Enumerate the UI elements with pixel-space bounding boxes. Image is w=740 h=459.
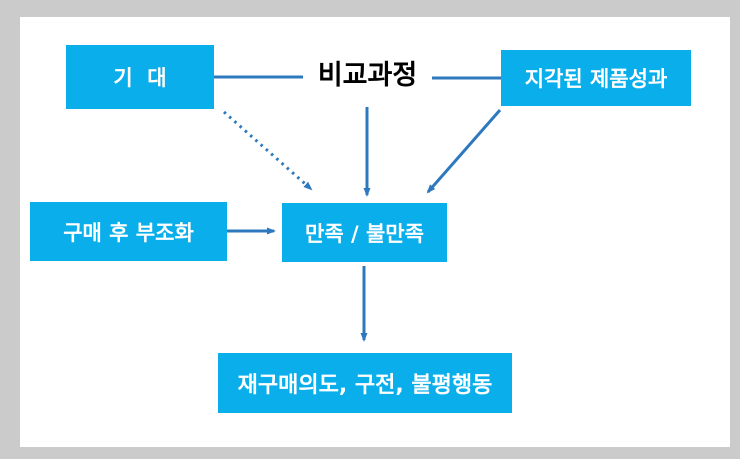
node-expectation: 기 대 — [66, 45, 214, 109]
node-outcomes: 재구매의도, 구전, 불평행동 — [218, 353, 512, 413]
node-satisfaction-dissatisfaction: 만족 / 불만족 — [282, 203, 447, 262]
node-perceived-performance: 지각된 제품성과 — [501, 50, 691, 106]
label-comparison-process: 비교과정 — [317, 59, 418, 91]
node-post-purchase-dissonance: 구매 후 부조화 — [30, 202, 227, 261]
